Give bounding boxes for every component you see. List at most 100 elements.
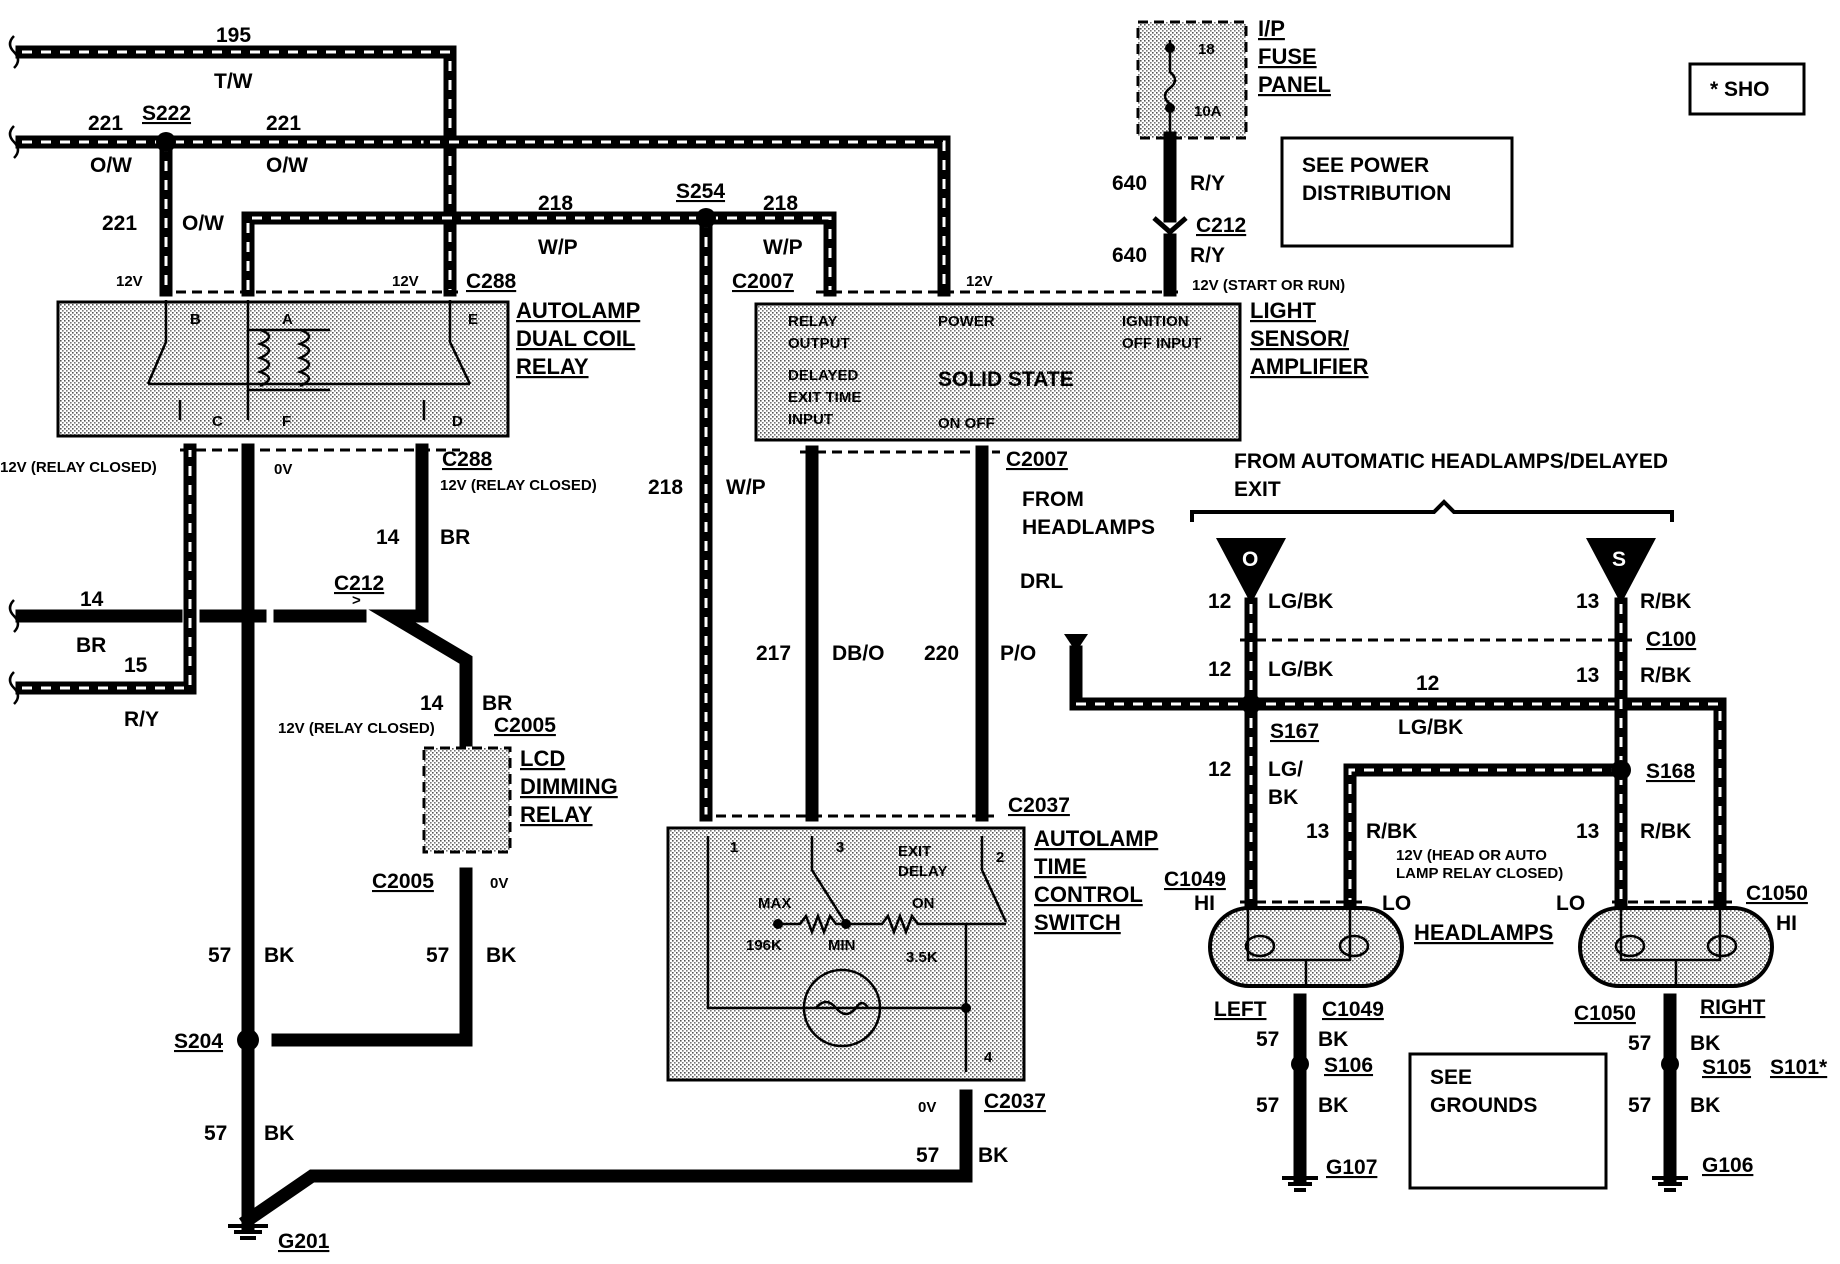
triangle-o <box>1216 538 1286 604</box>
wire-12-num-d: 12 <box>1208 758 1231 781</box>
autolamp-relay-title-3: RELAY <box>516 354 589 379</box>
autolamp-relay-title-1: AUTOLAMP <box>516 298 640 323</box>
ground-g106-symbol <box>1652 1176 1688 1192</box>
triangle-s <box>1586 538 1656 604</box>
wire-14-num-b: 14 <box>376 526 400 549</box>
fuse-rating: 10A <box>1194 103 1222 120</box>
splice-s168: S168 <box>1646 760 1695 783</box>
from-headlamps-1: FROM <box>1022 488 1084 511</box>
relay-volt-c: 12V (RELAY CLOSED) <box>0 459 157 476</box>
wire-12-color-d-1: LG/ <box>1268 758 1303 781</box>
head-auto-volt-2: LAMP RELAY CLOSED) <box>1396 865 1563 882</box>
wire-218-color-c: W/P <box>726 476 766 499</box>
wire-12-color-b: LG/BK <box>1268 658 1333 681</box>
see-power-line-2: DISTRIBUTION <box>1302 182 1451 205</box>
wire-218-color-a: W/P <box>538 236 578 259</box>
switch-pin-3: 3 <box>836 839 844 856</box>
sensor-volt-ignition: 12V (START OR RUN) <box>1192 277 1345 294</box>
wire-13-num-d: 13 <box>1576 820 1599 843</box>
switch-pin-1: 1 <box>730 839 738 856</box>
sensor-delayed-1: DELAYED <box>788 367 858 384</box>
wire-221-color-c: O/W <box>182 212 224 235</box>
from-auto-2: EXIT <box>1234 478 1281 501</box>
connector-c1049-bottom: C1049 <box>1322 998 1384 1021</box>
wire-218 <box>241 211 837 822</box>
wire-217-color: DB/O <box>832 642 885 665</box>
splice-s254-node <box>696 208 716 228</box>
wire-15-num: 15 <box>124 654 148 677</box>
wire-12-color-a: LG/BK <box>1268 590 1333 613</box>
c212-lower-mark: > <box>352 592 361 609</box>
switch-r35k: 3.5K <box>906 949 938 966</box>
wire-640 <box>1152 131 1188 297</box>
sensor-ignition-1: IGNITION <box>1122 313 1189 330</box>
ground-g201: G201 <box>278 1230 330 1253</box>
lcd-relay-title-3: RELAY <box>520 802 593 827</box>
connector-c212-lower: C212 <box>334 572 384 595</box>
fuse-panel-title-2: FUSE <box>1258 44 1317 69</box>
wire-14-color-b: BR <box>440 526 470 549</box>
splice-s167: S167 <box>1270 720 1319 743</box>
sensor-delayed-2: EXIT TIME <box>788 389 861 406</box>
wire-57-color-g: BK <box>1690 1032 1720 1055</box>
wire-57-color-h: BK <box>1690 1094 1720 1117</box>
wire-15 <box>8 443 197 705</box>
wire-57-num-f: 57 <box>1256 1094 1279 1117</box>
relay-pin-f: F <box>282 413 291 430</box>
headlamp-right <box>1578 904 1774 988</box>
wire-221-num-c: 221 <box>102 212 137 235</box>
exit-delay-2: DELAY <box>898 863 947 880</box>
wire-14-num-a: 14 <box>80 588 104 611</box>
wire-14 <box>8 443 473 747</box>
relay-pin-e: E <box>468 311 478 328</box>
connector-c1050-top: C1050 <box>1746 882 1808 905</box>
sensor-on-off: ON OFF <box>938 415 995 432</box>
wire-218-color-b: W/P <box>763 236 803 259</box>
wire-221-power <box>423 135 951 297</box>
wire-12-num-c: 12 <box>1416 672 1439 695</box>
wire-15-color: R/Y <box>124 708 159 731</box>
relay-volt-d: 12V (RELAY CLOSED) <box>440 477 597 494</box>
wire-57-num-a: 57 <box>208 944 231 967</box>
wire-640-color-a: R/Y <box>1190 172 1225 195</box>
connector-c1050-bottom: C1050 <box>1574 1002 1636 1025</box>
connector-c288-top: C288 <box>466 270 517 293</box>
relay-pin-d: D <box>452 413 463 430</box>
time-switch-title-1: AUTOLAMP <box>1034 826 1158 851</box>
wire-12 <box>1069 597 1633 907</box>
left-lo: LO <box>1382 892 1411 915</box>
connector-c2037-top: C2037 <box>1008 794 1070 817</box>
wire-57-num-h: 57 <box>1628 1094 1651 1117</box>
ground-g201-symbol <box>228 1224 268 1240</box>
lcd-relay-box <box>422 746 512 854</box>
wire-640-color-b: R/Y <box>1190 244 1225 267</box>
splice-s204-node <box>237 1029 259 1051</box>
autolamp-relay-title-2: DUAL COIL <box>516 326 635 351</box>
wire-57-num-e: 57 <box>1256 1028 1279 1051</box>
wire-195-num: 195 <box>216 24 251 47</box>
fuse-symbol <box>1163 40 1177 140</box>
wire-13 <box>1343 597 1727 907</box>
ground-g106: G106 <box>1702 1154 1753 1177</box>
time-switch-title-2: TIME <box>1034 854 1087 879</box>
wire-640-num-b: 640 <box>1112 244 1147 267</box>
lcd-relay-title-1: LCD <box>520 746 565 771</box>
wire-221 <box>8 125 437 297</box>
wire-221-num-b: 221 <box>266 112 301 135</box>
see-grounds-line-2: GROUNDS <box>1430 1094 1537 1117</box>
splice-s254: S254 <box>676 180 725 203</box>
wire-14-color-c: BR <box>482 692 512 715</box>
fuse-panel-box <box>1136 20 1248 140</box>
connector-c2005-bottom: C2005 <box>372 870 434 893</box>
see-power-box <box>1280 136 1514 248</box>
wire-218-num-b: 218 <box>763 192 798 215</box>
wire-13-color-b: R/BK <box>1640 664 1691 687</box>
sensor-volt-power: 12V <box>966 273 993 290</box>
lcd-volt-top: 12V (RELAY CLOSED) <box>278 720 435 737</box>
headlamp-left <box>1208 904 1404 988</box>
sensor-ignition-2: OFF INPUT <box>1122 335 1201 352</box>
sensor-title-3: AMPLIFIER <box>1250 354 1369 379</box>
left-hi: HI <box>1194 892 1215 915</box>
relay-volt-e: 12V <box>392 273 419 290</box>
